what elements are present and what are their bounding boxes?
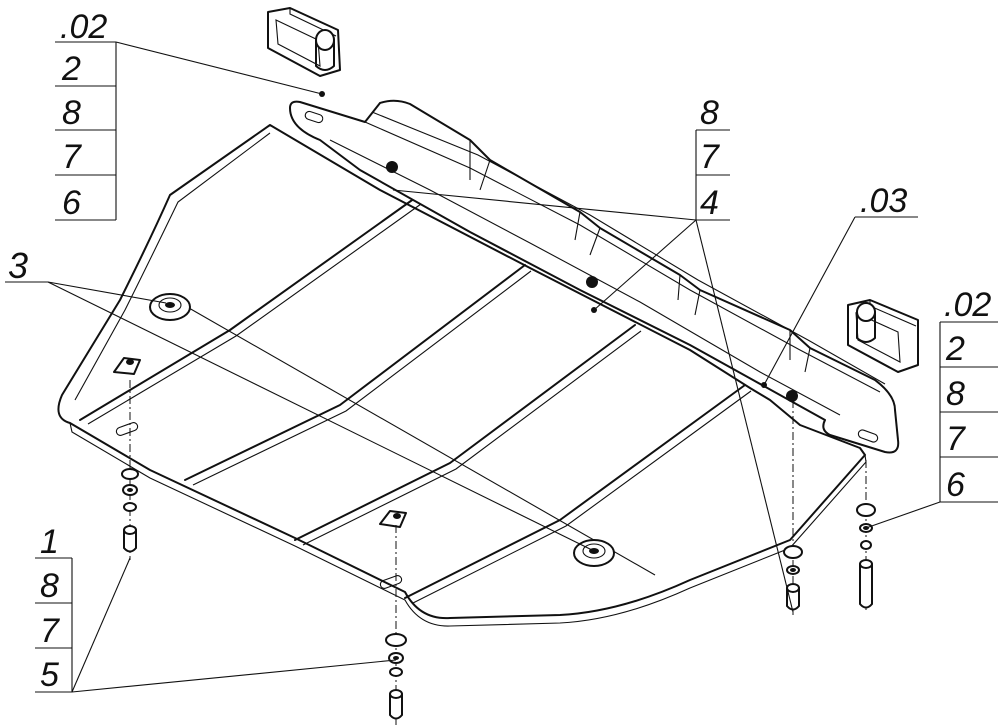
label-1: 1 [40, 523, 59, 561]
callout-3: 3 [5, 245, 595, 552]
label-02: .02 [60, 8, 107, 46]
callout-top-left: .02 2 8 7 6 [55, 8, 323, 222]
fastener-stack-bottom [385, 525, 407, 725]
bracket-right [847, 299, 919, 373]
label-8: 8 [62, 94, 81, 132]
label-6-right: 6 [946, 466, 965, 504]
label-7-right: 7 [946, 420, 966, 458]
label-6: 6 [62, 184, 81, 222]
label-8-center: 8 [700, 94, 719, 132]
callout-03: .03 [763, 182, 918, 386]
label-2-right: 2 [945, 330, 965, 368]
label-8-right: 8 [946, 375, 965, 413]
skid-plate [57, 124, 867, 627]
rear-cross-beam [289, 99, 900, 454]
callout-bottom-left: 1 8 7 5 [35, 523, 397, 694]
label-7-bottom: 7 [40, 612, 60, 650]
callout-right: .02 2 8 7 6 [865, 286, 998, 529]
label-7: 7 [62, 138, 82, 176]
label-02-right: .02 [944, 286, 991, 324]
label-3: 3 [8, 245, 28, 286]
label-2: 2 [61, 50, 81, 88]
label-03: .03 [860, 182, 907, 220]
fastener-stack-left [121, 380, 139, 560]
label-8-bottom: 8 [40, 567, 59, 605]
label-7-center: 7 [700, 138, 720, 176]
fastener-stack-right [856, 460, 876, 610]
label-4: 4 [700, 184, 719, 222]
stiffening-ribs [79, 197, 752, 604]
callout-center: 8 7 4 [392, 94, 794, 613]
label-5: 5 [40, 656, 59, 694]
bracket-top [267, 7, 341, 77]
fastener-stack-center [783, 400, 803, 615]
